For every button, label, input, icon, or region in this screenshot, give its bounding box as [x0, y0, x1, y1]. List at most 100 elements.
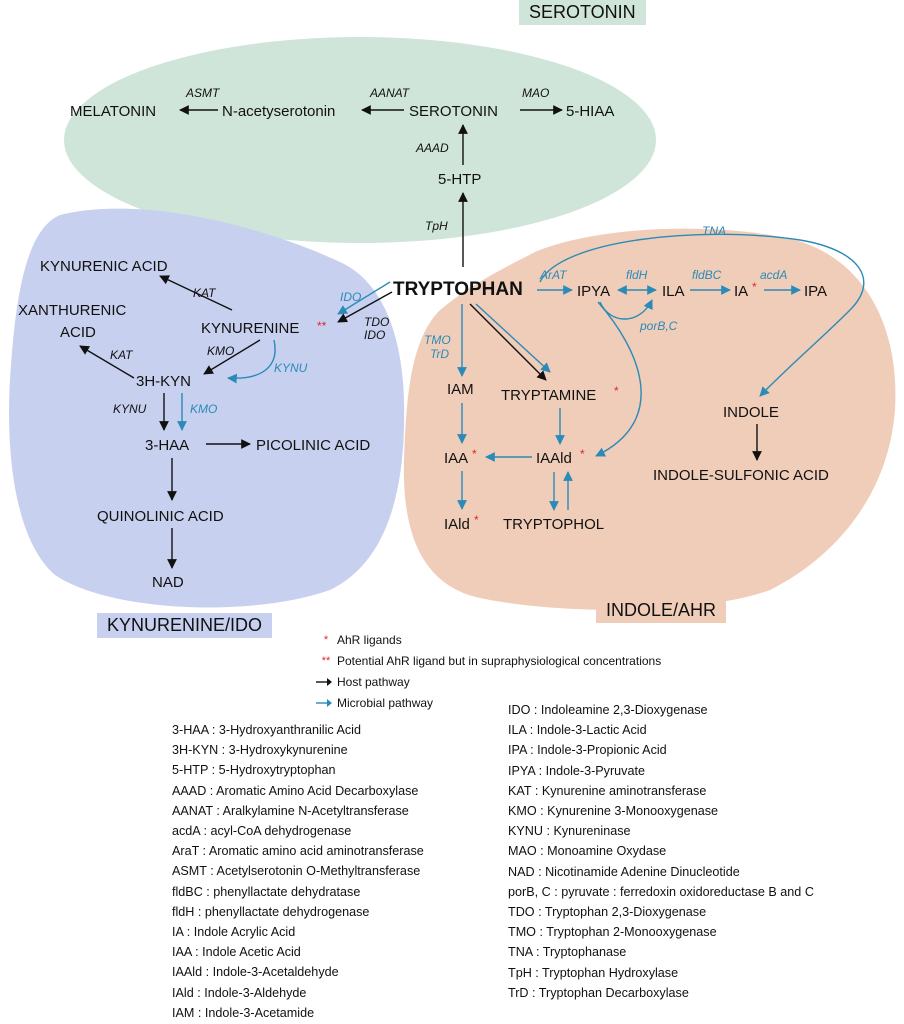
- arrow-ipya-to-iaald: [595, 301, 642, 457]
- node-5-htp: 5-HTP: [438, 171, 481, 188]
- abbreviation-entry: TMO : Tryptophan 2-Monooxygenase: [508, 925, 717, 940]
- enzyme-kat-2: KAT: [110, 348, 134, 362]
- node-indole-sulfonic-acid: INDOLE-SULFONIC ACID: [653, 467, 829, 484]
- kynurenine-ahr-star: **: [317, 319, 327, 333]
- enzyme-tph: TpH: [425, 219, 448, 233]
- arrow-kynurenine-to-3hkyn-microbial: [227, 339, 276, 384]
- node-ipa: IPA: [804, 283, 827, 300]
- region-label-serotonin: SEROTONIN: [519, 0, 646, 25]
- enzyme-kmo: KMO: [207, 344, 234, 358]
- node-kynurenine: KYNURENINE: [201, 320, 299, 337]
- node-kynurenic-acid: KYNURENIC ACID: [40, 258, 168, 275]
- legend-text: Microbial pathway: [337, 695, 434, 710]
- abbreviation-entry: porB, C : pyruvate : ferredoxin oxidored…: [508, 884, 814, 899]
- enzyme-kynu-microbial: KYNU: [274, 361, 308, 375]
- abbreviation-entry: 5-HTP : 5-Hydroxytryptophan: [172, 763, 336, 778]
- node-ipya: IPYA: [577, 283, 610, 300]
- iaald-ahr-star: *: [580, 447, 585, 461]
- iaa-ahr-star: *: [472, 447, 477, 461]
- abbreviation-entry: fldBC : phenyllactate dehydratase: [172, 884, 361, 899]
- tryptophan-metabolism-diagram: MELATONIN N-acetyserotonin SEROTONIN 5-H…: [9, 37, 896, 610]
- node-ia: IA: [734, 283, 748, 300]
- abbreviation-entry: IA : Indole Acrylic Acid: [172, 925, 296, 940]
- host-arrow-icon: [315, 677, 337, 687]
- abbreviation-entry: AANAT : Aralkylamine N-Acetyltransferase: [172, 803, 409, 818]
- abbreviation-entry: TrD : Tryptophan Decarboxylase: [508, 985, 689, 1000]
- abbreviation-entry: KYNU : Kynureninase: [508, 824, 631, 839]
- node-3-haa: 3-HAA: [145, 437, 189, 454]
- arrow-kynurenine-to-kynurenic: [159, 275, 233, 311]
- node-ila: ILA: [662, 283, 685, 300]
- enzyme-fldh: fldH: [626, 268, 648, 282]
- serotonin-region: [64, 37, 656, 243]
- abbreviation-entry: ASMT : Acetylserotonin O-Methyltransfera…: [172, 864, 421, 879]
- abbreviation-entry: 3H-KYN : 3-Hydroxykynurenine: [172, 743, 348, 758]
- arrow-tryptophan-to-kynurenine-host: [337, 291, 393, 323]
- node-xanthurenic-acid-line1: XANTHURENIC: [18, 302, 127, 319]
- region-label-kynurenine: KYNURENINE/IDO: [97, 613, 273, 638]
- abbreviation-entry: TNA : Tryptophanase: [508, 945, 627, 960]
- enzyme-arat: ArAT: [539, 268, 568, 282]
- node-quinolinic-acid: QUINOLINIC ACID: [97, 508, 224, 525]
- legend: * AhR ligands ** Potential AhR ligand bu…: [315, 629, 661, 713]
- arrow-kynurenine-to-3hkyn: [203, 339, 261, 375]
- ia-ahr-star: *: [752, 280, 757, 294]
- abbreviation-entry: IAM : Indole-3-Acetamide: [172, 1005, 315, 1020]
- abbreviation-entry: ILA : Indole-3-Lactic Acid: [508, 723, 647, 738]
- abbreviation-entry: NAD : Nicotinamide Adenine Dinucleotide: [508, 864, 740, 879]
- abbreviation-entry: IAA : Indole Acetic Acid: [172, 945, 301, 960]
- node-xanthurenic-acid-line2: ACID: [60, 324, 96, 341]
- abbreviation-entry: IPA : Indole-3-Propionic Acid: [508, 743, 667, 758]
- abbreviation-entry: MAO : Monoamine Oxydase: [508, 844, 667, 859]
- enzyme-aaad: AAAD: [415, 141, 449, 155]
- legend-star-symbol: *: [323, 633, 329, 646]
- enzyme-trd: TrD: [430, 347, 449, 361]
- arrow-tryptophan-to-tryptamine-microbial: [475, 303, 551, 373]
- abbreviation-entry: 3-HAA : 3-Hydroxyanthranilic Acid: [172, 723, 361, 737]
- kynurenine-region: [9, 208, 405, 608]
- node-nad: NAD: [152, 574, 184, 591]
- enzyme-ido-microbial: IDO: [340, 290, 361, 304]
- node-n-acetylserotonin: N-acetyserotonin: [222, 103, 335, 120]
- abbreviation-entry: TpH : Tryptophan Hydroxylase: [508, 965, 679, 980]
- enzyme-kmo-microbial: KMO: [190, 402, 217, 416]
- arrow-tryptophan-to-kynurenine-microbial: [337, 281, 391, 315]
- enzyme-porbc: porB,C: [639, 319, 678, 333]
- legend-item-ahr-ligand: * AhR ligands: [315, 629, 661, 650]
- enzyme-fldbc: fldBC: [692, 268, 722, 282]
- node-tryptophan: TRYPTOPHAN: [393, 279, 523, 300]
- node-iaald: IAAld: [536, 450, 572, 467]
- node-iam: IAM: [447, 381, 474, 398]
- legend-item-potential-ahr-ligand: ** Potential AhR ligand but in supraphys…: [315, 650, 662, 671]
- enzyme-mao: MAO: [522, 86, 549, 100]
- abbreviation-entry: TDO : Tryptophan 2,3-Dioxygenase: [508, 905, 707, 920]
- tryptamine-ahr-star: *: [614, 384, 619, 398]
- node-serotonin: SEROTONIN: [409, 103, 498, 120]
- region-label-indole: INDOLE/AHR: [596, 598, 727, 623]
- abbreviation-entry: AAAD : Aromatic Amino Acid Decarboxylase: [172, 783, 419, 798]
- node-picolinic-acid: PICOLINIC ACID: [256, 437, 370, 454]
- arrow-tryptophan-to-tryptamine-host: [469, 303, 547, 381]
- indole-region: [403, 228, 896, 610]
- node-3h-kyn: 3H-KYN: [136, 373, 191, 390]
- legend-text: AhR ligands: [337, 632, 402, 647]
- arrow-3hkyn-to-xanthurenic: [79, 345, 135, 379]
- abbreviation-entry: KAT : Kynurenine aminotransferase: [508, 783, 707, 798]
- abbreviation-list-left: 3-HAA : 3-Hydroxyanthranilic Acid 3H-KYN …: [172, 720, 424, 1023]
- legend-item-microbial-pathway: Microbial pathway: [315, 692, 661, 713]
- abbreviation-entry: AraT : Aromatic amino acid aminotransfer…: [172, 844, 424, 859]
- node-indole: INDOLE: [723, 404, 779, 421]
- abbreviation-entry: IDO : Indoleamine 2,3-Dioxygenase: [508, 703, 708, 717]
- enzyme-ido-host: IDO: [364, 328, 385, 342]
- enzyme-aanat: AANAT: [369, 86, 411, 100]
- legend-text: Host pathway: [337, 674, 410, 689]
- enzyme-kynu-host: KYNU: [113, 402, 147, 416]
- legend-item-host-pathway: Host pathway: [315, 671, 661, 692]
- arrow-tryptophan-to-indole: [539, 233, 865, 397]
- enzyme-tdo: TDO: [364, 315, 389, 329]
- iald-ahr-star: *: [474, 513, 479, 527]
- enzyme-acda: acdA: [760, 268, 787, 282]
- enzyme-tna: TNA: [702, 224, 726, 238]
- legend-double-star-symbol: **: [321, 654, 331, 667]
